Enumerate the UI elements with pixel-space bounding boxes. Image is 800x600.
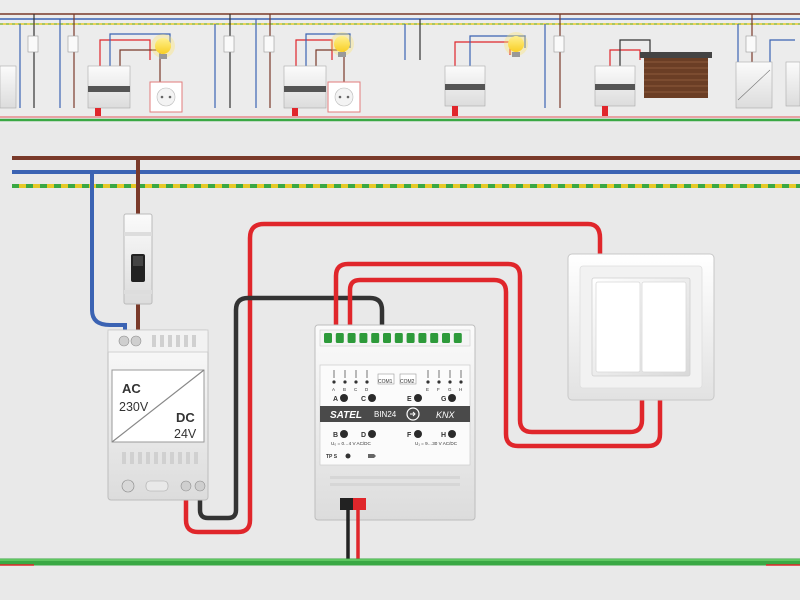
terminal-marker — [354, 380, 358, 384]
lamp-icon — [151, 34, 175, 59]
terminal-marker — [332, 380, 336, 384]
socket-icon — [149, 81, 183, 113]
terminal-screw — [430, 333, 439, 343]
switch-rocker-left[interactable] — [595, 281, 641, 373]
mini-module-right — [785, 61, 800, 107]
psu-dc-label: DC — [176, 410, 195, 425]
terminal-screw — [394, 333, 403, 343]
prog-button-icon — [368, 454, 376, 458]
terminal-screw — [406, 333, 415, 343]
terminal-marker — [426, 380, 430, 384]
overview-strip — [0, 0, 800, 124]
lamp-icon — [330, 32, 354, 57]
mains-bus — [12, 156, 800, 188]
channel-label: G — [441, 396, 447, 403]
black-wire-psu-module — [197, 295, 385, 521]
terminal-marker — [343, 380, 347, 384]
channel-led-icon — [448, 430, 456, 438]
double-wall-switch — [567, 253, 715, 401]
knx-logo: KNX — [436, 410, 456, 420]
channel-label: D — [361, 432, 366, 439]
channel-label: H — [441, 432, 446, 439]
mini-module-4 — [594, 65, 636, 116]
terminal-screw — [347, 333, 356, 343]
neutral-wire — [90, 172, 127, 340]
terminal-marker — [459, 380, 463, 384]
terminal-screw — [371, 333, 380, 343]
com2-label: COM2 — [400, 379, 415, 385]
channel-led-icon — [340, 394, 348, 402]
red-wire-psu-switch — [183, 221, 603, 535]
terminal-label: A — [332, 387, 335, 392]
terminal-label: F — [437, 387, 440, 392]
psu-ac-voltage: 230V — [119, 400, 149, 414]
terminal-screw — [383, 333, 391, 343]
voltage-left: U₀ = 0…4 V AC/DC — [331, 441, 372, 446]
power-supply: AC 230V DC 24V — [107, 329, 209, 501]
voltage-right: U₁ = 9…30 V AC/DC — [415, 441, 458, 446]
blind-icon — [640, 52, 712, 98]
knx-input-icon — [406, 407, 420, 421]
channel-label: F — [407, 432, 412, 439]
channel-label: B — [333, 432, 338, 439]
psu-ac-label: AC — [122, 381, 141, 396]
terminal-label: D — [365, 387, 369, 392]
com1-label: COM1 — [378, 379, 393, 385]
psu-dc-voltage: 24V — [174, 427, 197, 441]
tp-label: TP S — [326, 454, 338, 460]
red-wire-module-switch-1 — [333, 261, 645, 435]
channel-led-icon — [448, 394, 456, 402]
model-label: BIN24 — [374, 410, 397, 419]
socket-icon — [327, 81, 361, 113]
red-wire-module-switch-2 — [347, 277, 663, 449]
channel-led-icon — [340, 430, 348, 438]
mini-module-left — [0, 65, 17, 109]
mini-module-5 — [735, 61, 773, 109]
terminal-screw — [453, 333, 462, 343]
channel-led-icon — [368, 430, 376, 438]
channel-led-icon — [414, 394, 422, 402]
lamp-icon — [504, 32, 528, 57]
channel-label: A — [333, 396, 338, 403]
terminal-marker — [448, 380, 452, 384]
mini-module-2 — [283, 65, 327, 116]
channel-label: C — [361, 396, 366, 403]
terminal-screw — [324, 333, 332, 343]
prog-led-icon — [345, 453, 351, 459]
terminal-screw — [359, 333, 368, 343]
terminal-marker — [437, 380, 441, 384]
terminal-screw — [335, 333, 344, 343]
channel-label: E — [407, 396, 412, 403]
brand-logo: SATEL — [330, 410, 362, 421]
psu-led-icon — [121, 479, 135, 493]
mini-module-1 — [87, 65, 131, 116]
channel-led-icon — [414, 430, 422, 438]
terminal-marker — [365, 380, 369, 384]
terminal-screw — [442, 333, 450, 343]
terminal-label: B — [343, 387, 346, 392]
knx-bus-cable — [0, 558, 800, 566]
mini-module-3 — [444, 65, 486, 116]
channel-led-icon — [368, 394, 376, 402]
terminal-label: C — [354, 387, 358, 392]
circuit-breaker — [123, 213, 153, 305]
switch-rocker-right[interactable] — [641, 281, 687, 373]
terminal-label: H — [459, 387, 462, 392]
terminal-screw — [418, 333, 427, 343]
terminal-label: E — [426, 387, 429, 392]
terminal-label: G — [448, 387, 452, 392]
